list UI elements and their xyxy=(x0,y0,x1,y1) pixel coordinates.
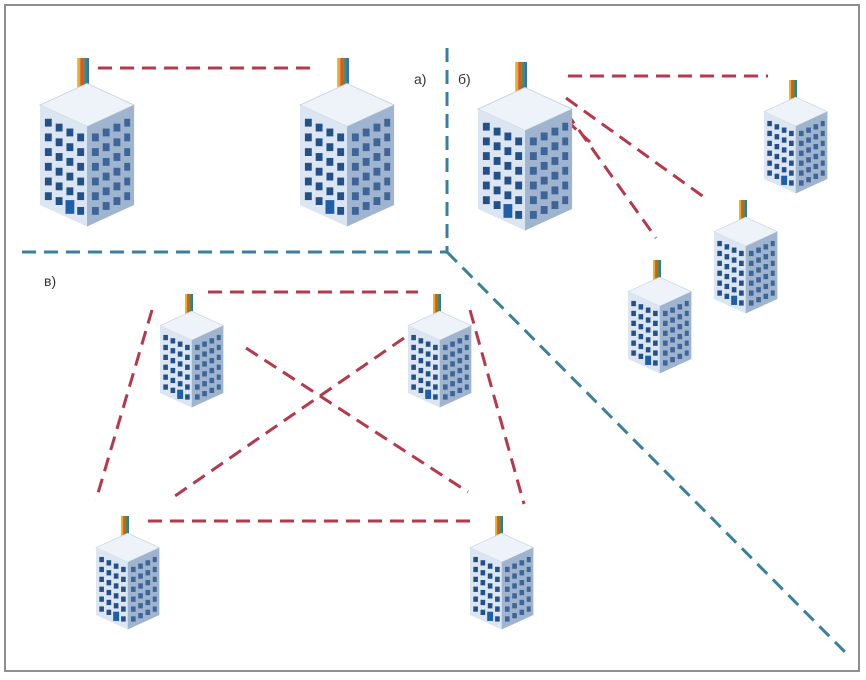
network-links xyxy=(94,66,768,523)
building-b-2 xyxy=(713,199,778,314)
link-v-right xyxy=(468,309,526,505)
label-section-b: б) xyxy=(458,71,471,87)
building-a-left xyxy=(39,57,135,228)
link-v-diag-1 xyxy=(245,346,469,494)
link-b-3 xyxy=(564,111,658,239)
frame-border xyxy=(4,4,860,672)
divider-diagonal xyxy=(445,250,850,657)
label-section-v: в) xyxy=(44,273,56,289)
building-v-top-right xyxy=(407,293,472,408)
building-b-3 xyxy=(627,259,692,374)
building-v-top-left xyxy=(159,293,224,408)
building-v-bottom-right xyxy=(469,515,534,630)
building-b-hub xyxy=(477,61,573,232)
building-a-right xyxy=(299,57,395,228)
building-b-1 xyxy=(763,79,828,194)
section-dividers xyxy=(22,48,850,657)
link-v-diag-2 xyxy=(171,336,405,500)
link-b-2 xyxy=(565,96,709,202)
link-v-left xyxy=(94,309,154,501)
label-section-a: а) xyxy=(414,71,426,87)
building-v-bottom-left xyxy=(95,515,160,630)
